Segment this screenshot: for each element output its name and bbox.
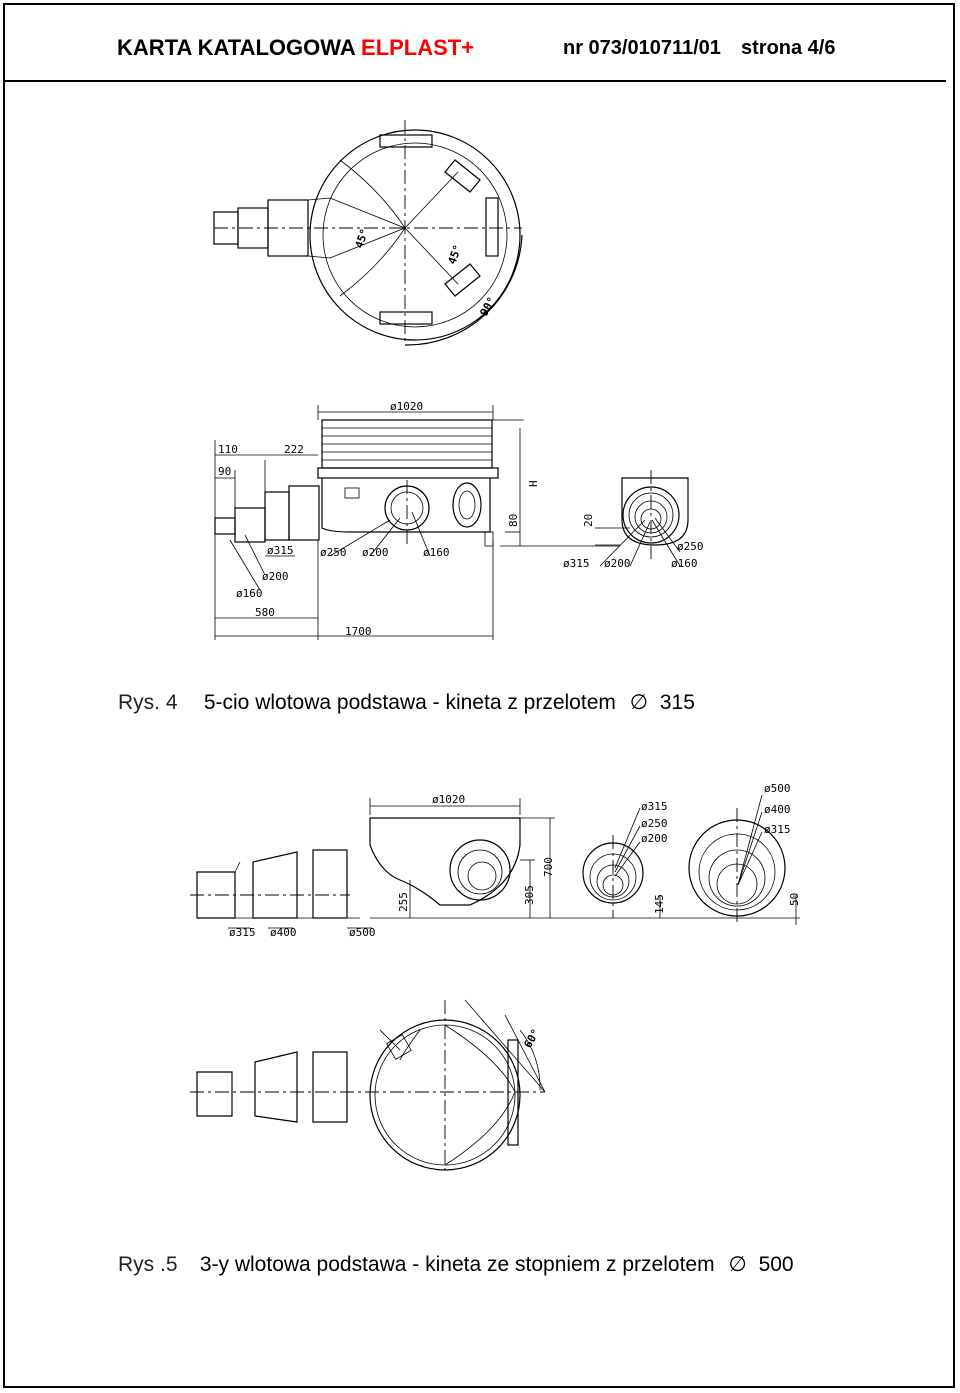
dimension-label: 20: [582, 513, 595, 527]
dimension-label: 145: [653, 894, 666, 914]
dimension-label: 700: [542, 857, 555, 877]
dimension-label: ø400: [270, 926, 297, 939]
dimension-label: ø250: [677, 540, 704, 553]
dimension-label: 110: [218, 443, 238, 456]
brand-name: ELPLAST+: [361, 35, 475, 60]
figure5-caption: Rys .5 3-y wlotowa podstawa - kineta ze …: [118, 1252, 794, 1277]
dimension-label: 305: [523, 885, 536, 905]
figure5-caption-prefix: Rys .5: [118, 1253, 178, 1276]
figure4-caption-text: 5-cio wlotowa podstawa - kineta z przelo…: [203, 691, 616, 714]
figure5-caption-value: 500: [758, 1253, 794, 1276]
dimension-label: 1700: [345, 625, 372, 638]
header-divider: [5, 80, 946, 82]
dimension-label: ø160: [423, 546, 450, 559]
dimension-label: 222: [284, 443, 304, 456]
dimension-label: ø200: [362, 546, 389, 559]
figure5-end-views: [582, 794, 797, 925]
dimension-label: ø400: [764, 803, 791, 816]
page-frame: [3, 3, 955, 1388]
dimension-label: ø160: [671, 557, 698, 570]
dimension-label: 255: [397, 892, 410, 912]
dimension-label: ø315: [229, 926, 256, 939]
dimension-label: ø1020: [390, 400, 424, 413]
dimension-label: ø500: [349, 926, 376, 939]
diameter-symbol: ∅: [629, 691, 649, 714]
document-number: nr 073/010711/01: [563, 37, 721, 59]
dimension-label: ø250: [641, 817, 668, 830]
dimension-label: ø315: [641, 800, 668, 813]
dimension-label: ø315: [267, 544, 294, 557]
figure4-caption-prefix: Rys. 4: [118, 691, 178, 714]
dimension-label: H: [527, 480, 540, 487]
diameter-symbol: ∅: [728, 1253, 747, 1276]
figure4-caption: Rys. 4 5-cio wlotowa podstawa - kineta z…: [118, 690, 695, 715]
page-indicator: strona 4/6: [741, 37, 836, 59]
dimension-label: ø200: [641, 832, 668, 845]
figure4-end-view: [595, 470, 689, 567]
figure5-plan-view: [190, 999, 546, 1171]
dimension-label: ø1020: [432, 793, 466, 806]
figure4-side-view: [214, 405, 620, 640]
dimension-label: ø250: [320, 546, 347, 559]
dimension-label: ø200: [604, 557, 631, 570]
figure5-side-view: [190, 798, 800, 929]
figure5-caption-text: 3-y wlotowa podstawa - kineta ze stopnie…: [199, 1253, 715, 1276]
catalog-title: KARTA KATALOGOWA ELPLAST+: [117, 35, 474, 61]
dimension-label: 50: [788, 892, 801, 906]
dimension-label: 80: [507, 513, 520, 527]
dimension-label: ø315: [764, 823, 791, 836]
catalog-title-text: KARTA KATALOGOWA: [117, 35, 355, 60]
dimension-label: 90: [218, 465, 232, 478]
dimension-label: ø500: [764, 782, 791, 795]
dimension-label: 580: [255, 606, 275, 619]
figure4-caption-value: 315: [659, 691, 695, 714]
dimension-label: ø200: [262, 570, 289, 583]
document-header: KARTA KATALOGOWA ELPLAST+ nr 073/010711/…: [0, 0, 960, 82]
dimension-label: ø315: [563, 557, 590, 570]
dimension-label: ø160: [236, 587, 263, 600]
figure4-plan-view: [213, 120, 523, 346]
